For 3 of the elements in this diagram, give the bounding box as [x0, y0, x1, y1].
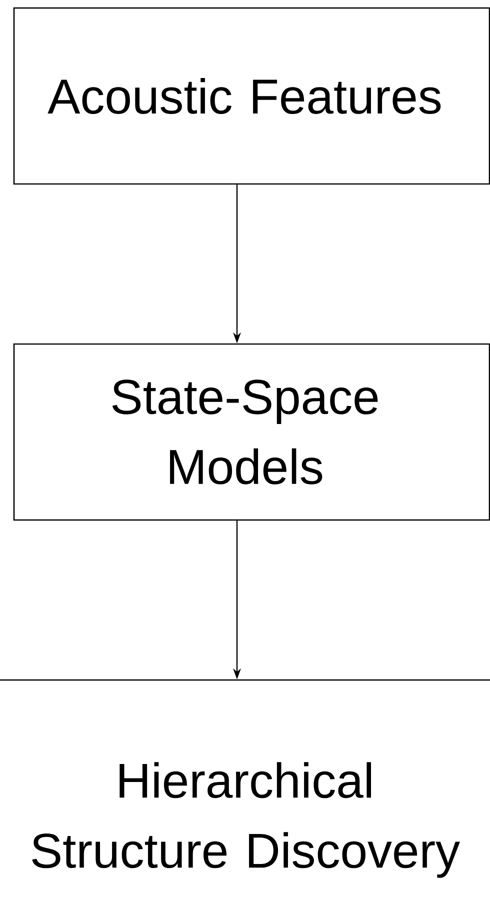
process-box: State-Space Models	[13, 343, 490, 521]
process-box: Acoustic Features	[13, 7, 490, 185]
process-box: Hierarchical Structure Discovery	[0, 679, 490, 918]
